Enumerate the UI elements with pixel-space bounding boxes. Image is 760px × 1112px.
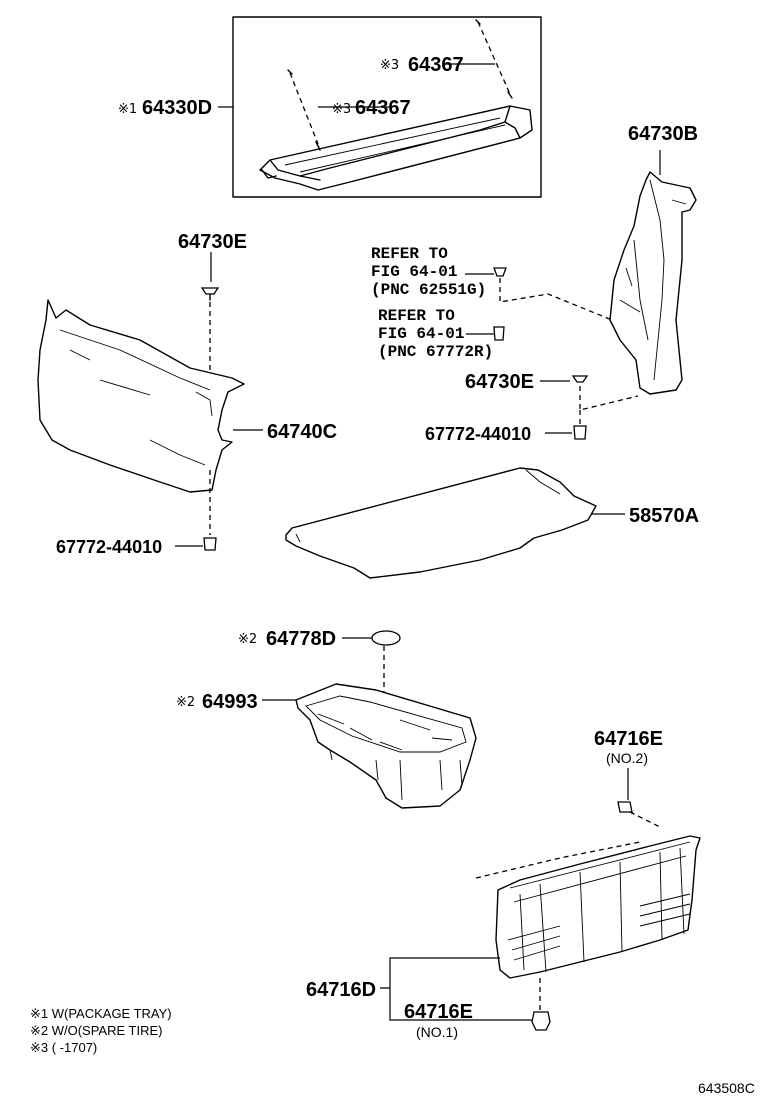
footnote-3: ※3 ( -1707) — [30, 1040, 97, 1055]
floor-mat-illustration — [285, 467, 597, 579]
callout-64730E-right: 64730E — [465, 371, 534, 393]
clip-62551G — [493, 267, 507, 277]
callout-64993: 64993 — [202, 691, 258, 713]
callout-64993-mark: ※2 — [176, 695, 195, 710]
callout-64740C: 64740C — [267, 421, 337, 443]
figure-code: 643508C — [698, 1080, 755, 1096]
callout-64716D: 64716D — [306, 979, 376, 1001]
footnote-2: ※2 W/O(SPARE TIRE) — [30, 1023, 162, 1038]
clip-64730E-right — [571, 375, 589, 383]
callout-64730E-left: 64730E — [178, 231, 247, 253]
bolt-67772R — [493, 326, 505, 341]
callout-64716E-upper: 64716E — [594, 728, 663, 750]
clip-64716E-no2 — [617, 801, 633, 813]
callout-64367-upper-mark: ※3 — [380, 58, 399, 73]
callout-64367-upper: 64367 — [408, 54, 464, 76]
callout-64716E-lower: 64716E — [404, 1001, 473, 1023]
tool-tray-illustration — [295, 683, 477, 809]
refer-1-line1: REFER TO — [371, 245, 448, 263]
clip-64730E-left — [200, 287, 220, 295]
callout-64330D-mark: ※1 — [118, 102, 137, 117]
callout-64330D: 64330D — [142, 97, 212, 119]
callout-67772-44010-right: 67772-44010 — [425, 424, 531, 444]
rear-panel-illustration — [495, 835, 701, 979]
callout-58570A: 58570A — [629, 505, 699, 527]
callout-64716E-upper-sub: (NO.2) — [606, 750, 648, 766]
refer-1-line3: (PNC 62551G) — [371, 281, 486, 299]
package-tray-illustration — [259, 105, 533, 191]
callout-64778D-mark: ※2 — [238, 632, 257, 647]
bolt-67772-left — [203, 537, 217, 551]
floor-mat-group: 58570A — [285, 467, 699, 579]
callout-64730B: 64730B — [628, 123, 698, 145]
rear-panel-group: 64716E (NO.2) 64716D 64716E (NO.1) — [306, 728, 701, 1040]
tool-tray-group: ※2 64778D ※2 64993 — [176, 628, 477, 809]
strap-64367-upper — [477, 21, 511, 95]
left-side-trim-group: 64730E 64740C 67772-44010 — [37, 231, 337, 557]
callout-64716E-lower-sub: (NO.1) — [416, 1024, 458, 1040]
refer-2-line2: FIG 64-01 — [378, 325, 464, 343]
strap-64367-mid — [289, 72, 319, 145]
clip-64716E-no1 — [531, 1011, 551, 1031]
side-trim-right-illustration — [609, 171, 697, 395]
callout-67772-44010-left: 67772-44010 — [56, 537, 162, 557]
callout-64367-mid-mark: ※3 — [332, 102, 351, 117]
refer-2-line3: (PNC 67772R) — [378, 343, 493, 361]
callout-64778D: 64778D — [266, 628, 336, 650]
side-trim-left-illustration — [37, 299, 245, 493]
refer-2-line1: REFER TO — [378, 307, 455, 325]
bolt-67772-right — [573, 425, 587, 440]
footnote-1: ※1 W(PACKAGE TRAY) — [30, 1006, 172, 1021]
right-side-trim-group: 64730B REFER TO FIG 64-01 (PNC 62551G) R… — [371, 123, 698, 444]
refer-1-line2: FIG 64-01 — [371, 263, 457, 281]
callout-64367-mid: 64367 — [355, 97, 411, 119]
package-tray-group: ※3 64367 ※3 64367 ※1 64330D — [118, 16, 542, 198]
cap-64778D — [371, 630, 401, 646]
